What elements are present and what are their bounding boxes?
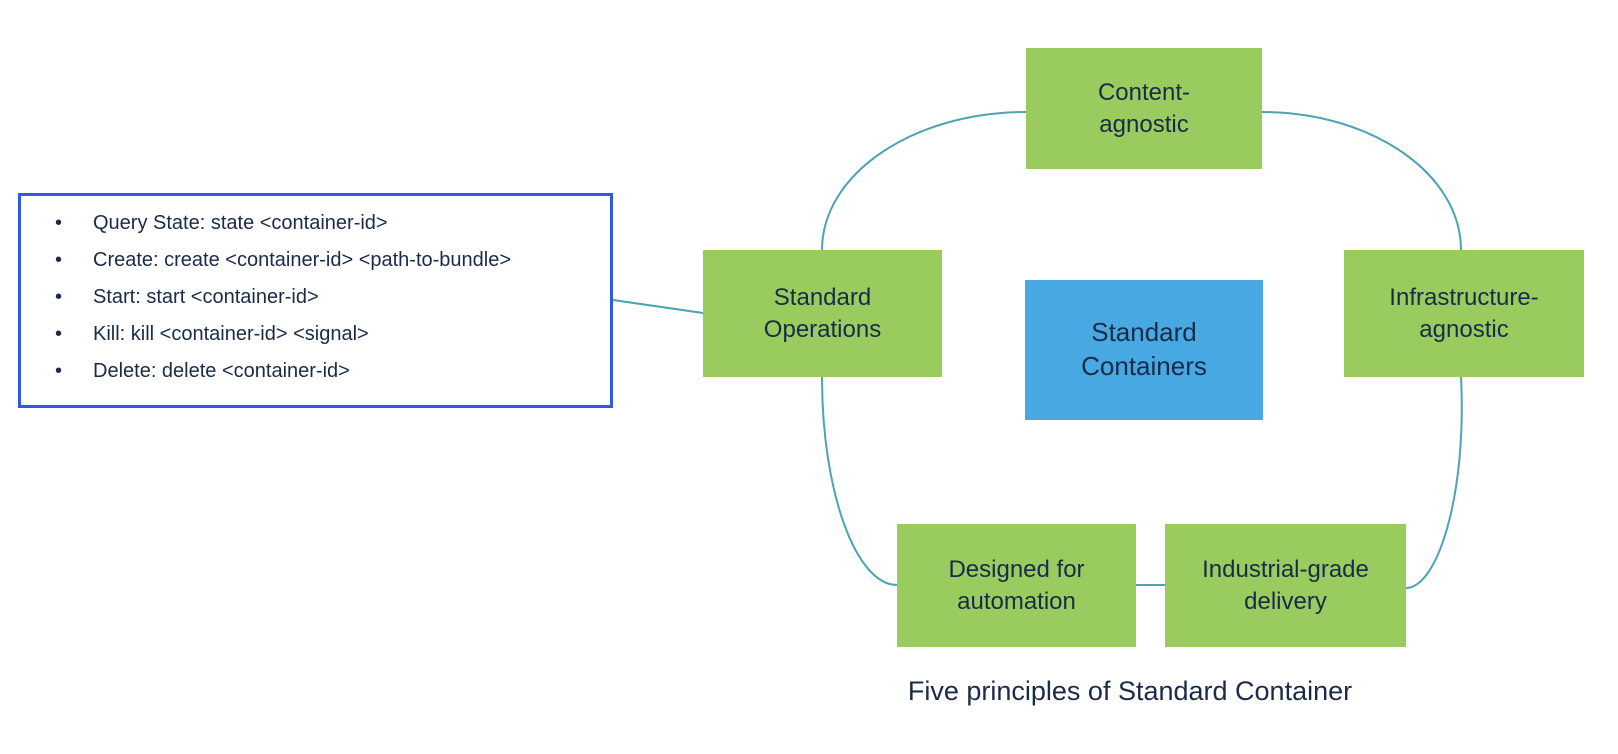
center-box-standard-containers: Standard Containers [1025,280,1263,420]
arc-top-left [821,111,1027,251]
box-label-line: Industrial-grade [1202,556,1369,584]
arc-bottom-right [1405,376,1463,589]
principle-box-content-agnostic: Content- agnostic [1026,48,1262,169]
principle-box-designed-for-automation: Designed for automation [897,524,1136,647]
line-callout-connector [612,299,704,314]
box-label-line: Operations [763,315,882,343]
list-item: Create: create <container-id> <path-to-b… [21,242,600,279]
box-label-line: Standard [1091,317,1197,348]
arc-bottom-left [821,376,898,586]
diagram-caption: Five principles of Standard Container [907,676,1353,706]
principle-box-industrial-grade-delivery: Industrial-grade delivery [1165,524,1406,647]
box-label-line: automation [957,587,1076,615]
principle-box-infrastructure-agnostic: Infrastructure- agnostic [1344,250,1584,377]
list-item: Query State: state <container-id> [21,205,600,242]
box-label-line: delivery [1244,587,1327,615]
box-label-line: Containers [1081,351,1207,381]
principle-box-standard-operations: Standard Operations [703,250,942,377]
box-label-line: agnostic [1099,110,1189,138]
box-label-line: Designed for [948,556,1085,584]
box-label-line: Standard [773,284,872,312]
operations-list: Query State: state <container-id> Create… [21,196,610,390]
box-label-line: Infrastructure- [1389,284,1539,312]
list-item: Kill: kill <container-id> <signal> [21,316,600,353]
list-item: Delete: delete <container-id> [21,353,600,390]
operations-callout-box: Query State: state <container-id> Create… [18,193,613,408]
list-item: Start: start <container-id> [21,279,600,316]
box-label-line: agnostic [1419,315,1509,343]
arc-top-right [1261,111,1462,251]
box-label-line: Content- [1097,79,1191,107]
